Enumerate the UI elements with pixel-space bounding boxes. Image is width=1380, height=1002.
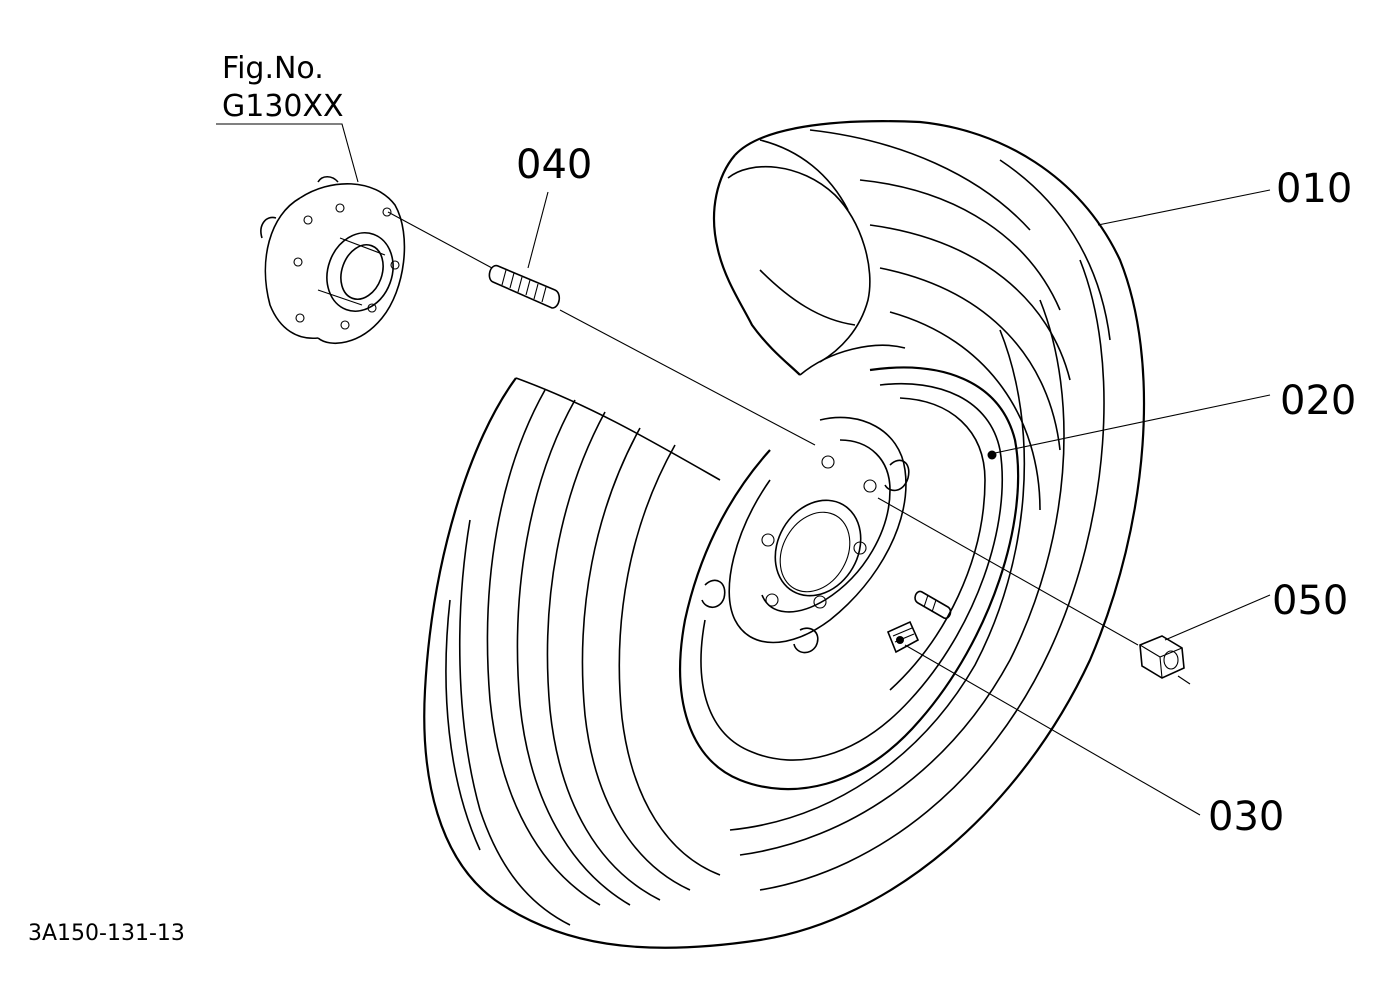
tire-drawing [423,120,1146,949]
assembly-line-stud-lower [559,309,816,446]
assembly-line-nut-end [1177,675,1191,685]
callout-stud: 040 [516,142,592,188]
figure-number: G130XX [222,89,344,124]
assembly-line-stud-upper [387,211,493,269]
rim-drawing [679,366,1020,791]
hub-drawing [260,175,406,345]
stud-leader-line [527,191,549,269]
wheel-nut-drawing [1139,635,1185,679]
figure-leader-line [216,123,359,183]
rim-leader-line [994,394,1271,454]
drawing-number: 3A150-131-13 [28,921,185,946]
valve-drawing [886,590,952,654]
nut-leader-line [1164,594,1271,641]
callout-tire: 010 [1276,166,1352,212]
callout-valve: 030 [1208,794,1284,840]
assembly-line-nut [877,497,1139,646]
callout-nut: 050 [1272,578,1348,624]
wheel-stud-drawing [488,264,561,309]
valve-leader-line [904,644,1201,816]
figure-label: Fig.No. [222,51,324,86]
tire-leader-line [1097,189,1271,226]
callout-rim: 020 [1280,378,1356,424]
